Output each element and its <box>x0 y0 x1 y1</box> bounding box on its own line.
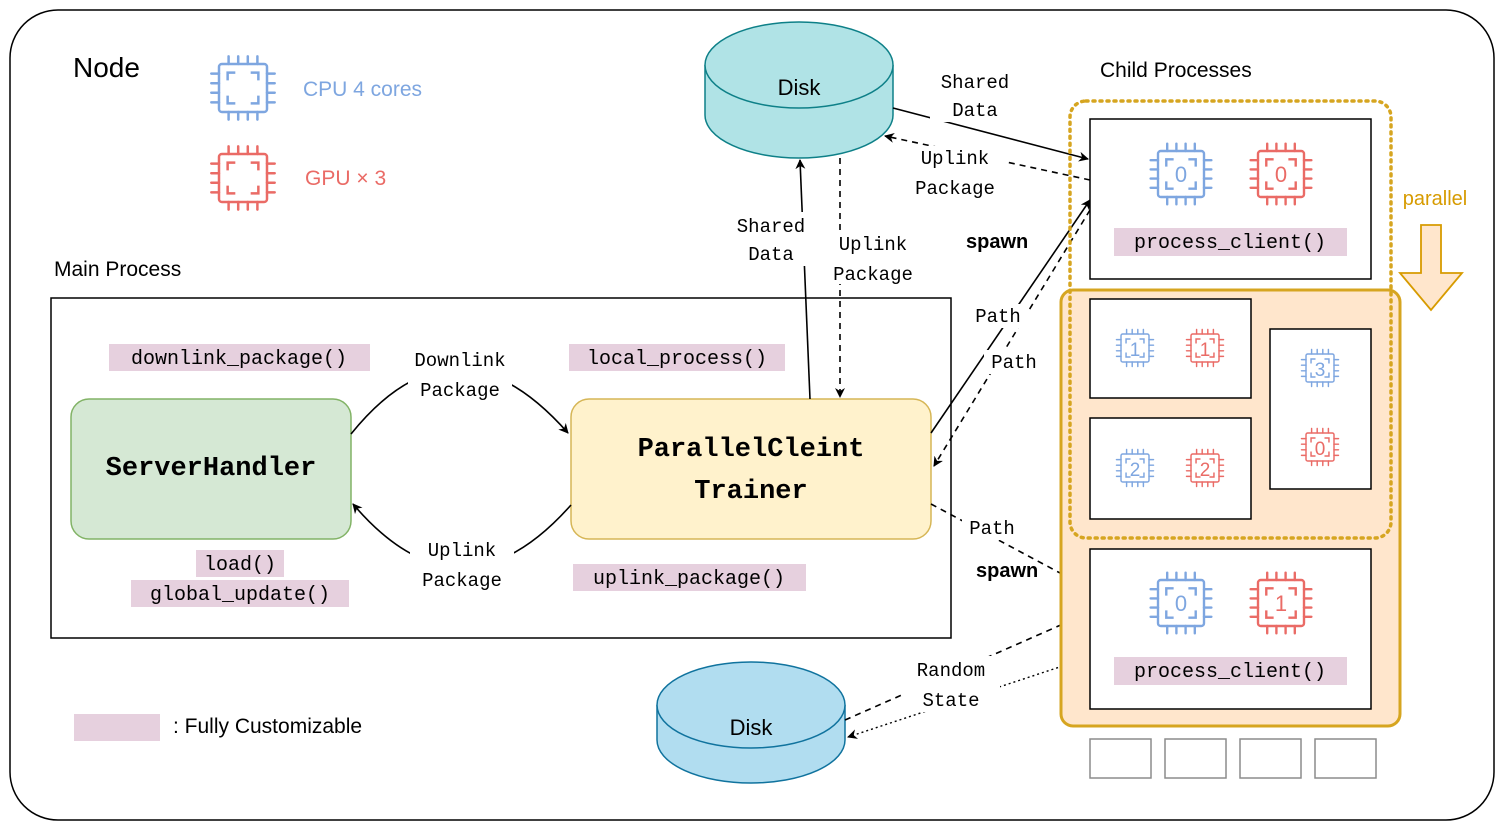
uplink-vertical-line2: Package <box>833 264 913 286</box>
spawn-top-label: spawn <box>966 231 1028 253</box>
child-box-c[interactable] <box>1089 417 1252 520</box>
customizable-legend-label: : Fully Customizable <box>173 715 362 738</box>
queue-slot <box>1239 738 1302 779</box>
process-client-fn-bg <box>1114 657 1347 685</box>
cpu-id: 1 <box>1130 340 1141 361</box>
trainer-label-line1: ParallelCleint <box>638 435 865 465</box>
customizable-swatch <box>74 714 160 741</box>
gpu-id: 1 <box>1275 591 1287 616</box>
trainer-box[interactable] <box>570 398 932 540</box>
path-label-b: Path <box>991 352 1037 374</box>
uplink-vertical-line1: Uplink <box>839 234 907 256</box>
cpu-legend-icon <box>210 55 276 121</box>
downlink-package-fn: downlink_package() <box>131 348 347 371</box>
process-client-fn-bg <box>1114 228 1347 256</box>
uplink-top-line2: Package <box>915 178 995 200</box>
shared-data-top-line1: Shared <box>941 72 1009 94</box>
main-process-title: Main Process <box>54 258 181 281</box>
queue-slot <box>1164 738 1227 779</box>
path-bottom-arrow <box>930 503 1091 590</box>
cpu-id: 2 <box>1130 460 1141 481</box>
queue-slot <box>1314 738 1377 779</box>
uplink-main-label-line2: Package <box>422 570 502 592</box>
child-box-d[interactable] <box>1269 328 1372 490</box>
gpu-id: 0 <box>1275 162 1287 187</box>
downlink-label-line2: Package <box>420 380 500 402</box>
path-back-arrow <box>933 209 1091 467</box>
random-state-line1: Random <box>917 660 985 682</box>
local-process-fn-bg <box>569 344 785 371</box>
disk-top[interactable] <box>704 21 894 159</box>
spawn-bottom-label: spawn <box>976 560 1038 582</box>
gpu-id: 1 <box>1200 340 1211 361</box>
shared-data-top-line2: Data <box>952 100 998 122</box>
queue-slot <box>1089 738 1152 779</box>
cpu-id: 0 <box>1175 162 1187 187</box>
path-label-a: Path <box>975 306 1021 328</box>
gpu-legend-icon <box>210 145 276 211</box>
disk-bottom[interactable] <box>656 661 846 784</box>
server-handler-label: ServerHandler <box>106 454 317 484</box>
process-client-fn: process_client() <box>1134 232 1326 255</box>
uplink-package-fn-bg <box>573 564 806 591</box>
gpu-id: 0 <box>1315 439 1326 460</box>
parallel-down-arrow-icon <box>1398 224 1464 312</box>
parallel-group <box>1068 99 1393 540</box>
load-fn: load() <box>204 554 276 577</box>
global-update-fn: global_update() <box>150 584 330 607</box>
shared-data-vertical-line1: Shared <box>737 216 805 238</box>
uplink-main-label-line1: Uplink <box>428 540 496 562</box>
cpu-id: 3 <box>1315 360 1326 381</box>
child-processes-title: Child Processes <box>1100 59 1252 82</box>
child-box-b[interactable] <box>1089 298 1252 399</box>
parallel-label: parallel <box>1403 188 1467 210</box>
disk-bottom-label: Disk <box>730 715 774 740</box>
shared-data-vertical-arrow <box>795 159 811 400</box>
shared-data-vertical-line2: Data <box>748 244 794 266</box>
process-client-fn: process_client() <box>1134 661 1326 684</box>
main-process-box <box>50 297 952 639</box>
gpu-legend-label: GPU × 3 <box>305 167 386 190</box>
shared-data-top-arrow <box>892 107 1089 162</box>
disk-top-label: Disk <box>778 75 822 100</box>
downlink-package-fn-bg <box>109 344 370 371</box>
cpu-id: 0 <box>1175 591 1187 616</box>
trainer-label-line2: Trainer <box>694 477 807 507</box>
server-handler-box[interactable] <box>70 398 352 540</box>
random-state-line2: State <box>922 690 979 712</box>
gpu-id: 2 <box>1200 460 1211 481</box>
global-update-fn-bg <box>131 580 349 607</box>
local-process-fn: local_process() <box>587 348 767 371</box>
node-title: Node <box>73 52 140 83</box>
uplink-package-fn: uplink_package() <box>593 568 785 591</box>
downlink-label-line1: Downlink <box>414 350 505 372</box>
path-label-c: Path <box>969 518 1015 540</box>
load-fn-bg <box>196 550 284 577</box>
cpu-legend-label: CPU 4 cores <box>303 78 422 101</box>
uplink-top-line1: Uplink <box>921 148 989 170</box>
